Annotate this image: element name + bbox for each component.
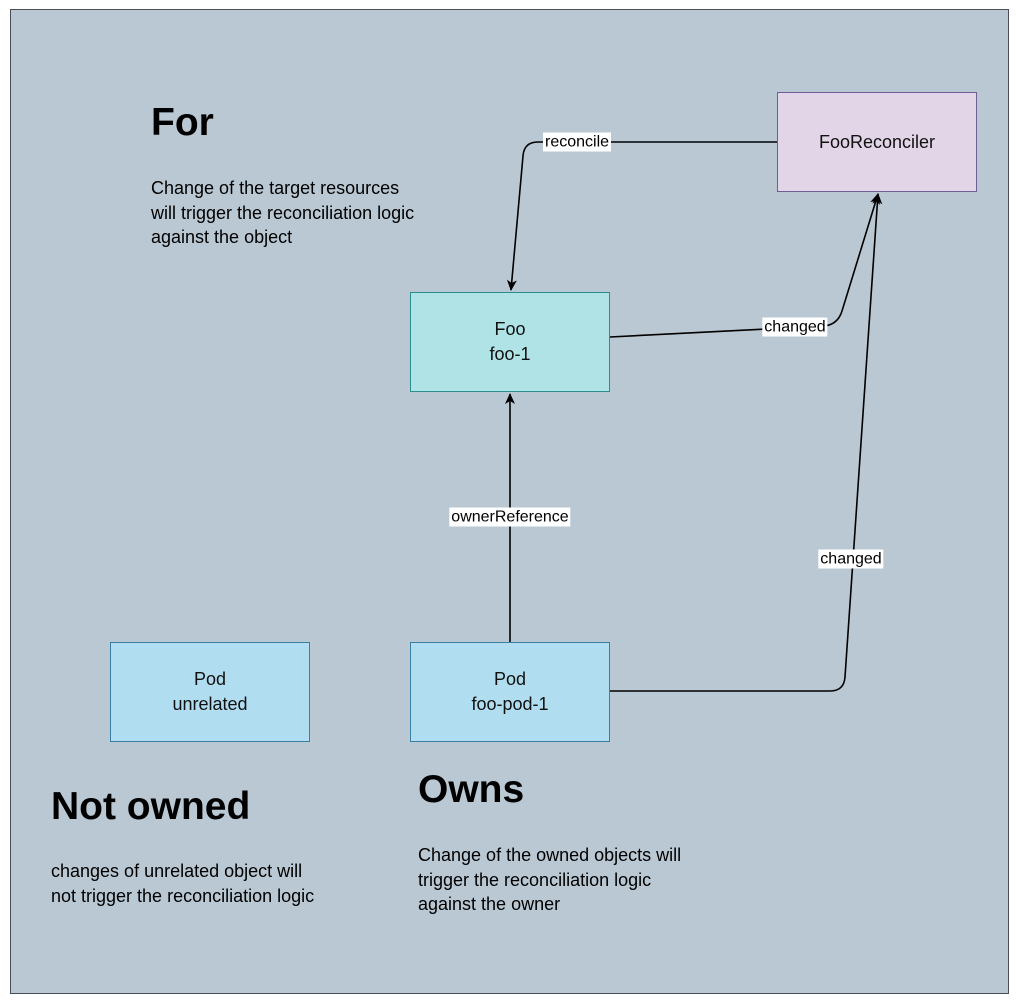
not-owned-heading: Not owned [51, 785, 251, 828]
for-description-line: Change of the target resources [151, 178, 400, 198]
edge-label-foo-changed: changed [762, 317, 828, 337]
not-owned-description-line: not trigger the reconciliation logic [51, 885, 315, 906]
owns-description-line: trigger the reconciliation logic [418, 869, 652, 890]
edge-foo-changed [609, 193, 880, 338]
foo-reconciler-node: FooReconciler [777, 92, 977, 192]
foo-node: Foo foo-1 [410, 292, 610, 392]
edge-reconcile [506, 141, 777, 291]
foo-reconciler-label: FooReconciler [818, 131, 936, 152]
foo-name-label: foo-1 [489, 344, 531, 364]
pod-unrelated-name-label: unrelated [172, 694, 248, 714]
edge-pod-changed [610, 193, 883, 692]
not-owned-description: changes of unrelated object will not tri… [51, 859, 314, 908]
pod-owned-node: Pod foo-pod-1 [410, 642, 610, 742]
pod-unrelated-node: Pod unrelated [110, 642, 310, 742]
pod-unrelated-kind-label: Pod [193, 669, 227, 689]
pod-owned-kind-label: Pod [493, 669, 527, 689]
owns-description-line: against the owner [418, 894, 561, 914]
owns-heading: Owns [418, 768, 525, 811]
owns-description: Change of the owned objects will trigger… [418, 843, 681, 917]
for-description-line: will trigger the reconciliation logic [151, 202, 415, 223]
foo-kind-label: Foo [494, 319, 526, 339]
for-heading: For [151, 101, 214, 144]
not-owned-description-line: changes of unrelated object will [51, 861, 303, 881]
edge-label-pod-changed: changed [818, 549, 884, 569]
edge-label-reconcile: reconcile [542, 132, 612, 152]
for-description-line: against the object [151, 227, 293, 247]
for-description: Change of the target resources will trig… [151, 176, 414, 250]
owns-description-line: Change of the owned objects will [418, 845, 682, 865]
pod-owned-name-label: foo-pod-1 [471, 694, 549, 714]
edge-label-owner-reference: ownerReference [449, 507, 571, 527]
